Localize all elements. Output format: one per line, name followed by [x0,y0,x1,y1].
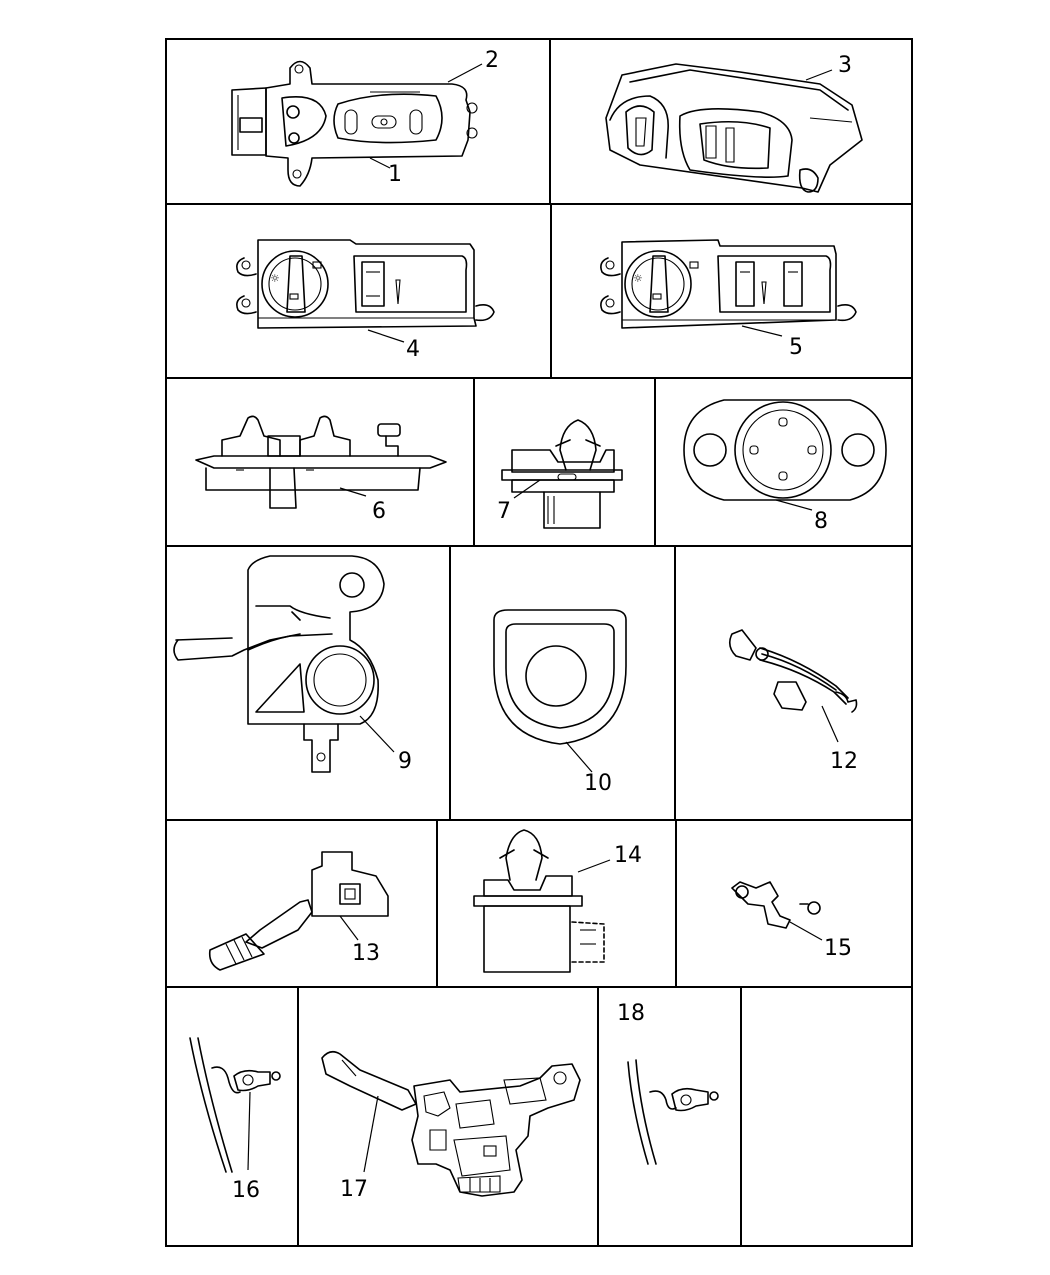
part-lamp-socket-18 [627,1059,719,1165]
part-headlamp-switch-housing [231,60,483,187]
part-dimmer-switch-assembly [605,63,863,193]
svg-text:☼: ☼ [633,272,643,285]
callout-8: 8 [814,509,828,534]
part-lamp-housing-with-wire [173,555,395,773]
callout-18: 18 [617,1001,645,1026]
callout-9: 9 [398,749,412,774]
part-switch-with-clip-large [473,829,611,973]
part-bezel [493,609,627,773]
callout-3: 3 [838,53,852,78]
callout-17: 17 [340,1177,368,1202]
callout-15: 15 [824,936,852,961]
svg-text:☼: ☼ [270,272,280,285]
callout-2: 1 [388,162,402,187]
callout-14: 14 [614,843,642,868]
part-multifunction-switch [321,1050,581,1197]
part-mirror-switch [683,399,887,511]
part-clip-and-screw [731,881,823,941]
part-lamp-socket-16 [189,1037,281,1173]
callout-7: 7 [497,499,511,524]
grid-frame [165,38,913,1247]
part-headlamp-switch-bezel-5: ☼ [600,239,857,337]
callout-10: 10 [584,771,612,796]
callout-4: 4 [406,337,420,362]
callout-1: 2 [485,48,499,73]
callout-6: 6 [372,499,386,524]
part-sensor-with-pigtail [728,629,858,743]
part-switch-with-clip [501,419,623,529]
callout-16: 16 [232,1178,260,1203]
callout-5: 5 [789,335,803,360]
part-stalk-switch [208,851,389,971]
callout-13: 13 [352,941,380,966]
part-switch-module-base [195,415,447,509]
part-headlamp-switch-bezel-4: ☼ [236,239,495,343]
callout-12: 12 [830,749,858,774]
